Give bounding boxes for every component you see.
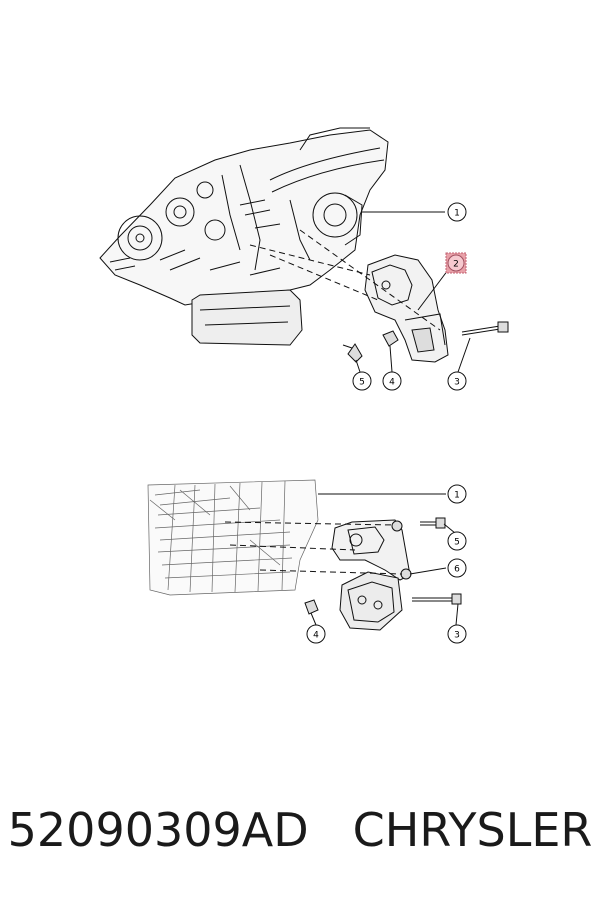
callout-1-top: 1 (447, 202, 467, 222)
engine-block-top (99, 127, 389, 346)
callout-6-bottom: 6 (447, 558, 467, 578)
svg-text:3: 3 (454, 378, 460, 388)
svg-text:4: 4 (313, 631, 319, 641)
svg-text:5: 5 (454, 538, 460, 548)
engine-mount-top (364, 254, 449, 363)
callout-2-top: 2 (445, 252, 467, 274)
bottom-view (147, 479, 462, 631)
alignment-lines-bottom (224, 521, 403, 575)
callout-5-top: 5 (352, 371, 372, 391)
bolt-3-bottom (412, 593, 462, 605)
alignment-lines-top (249, 229, 441, 331)
callout-1-bottom: 1 (447, 484, 467, 504)
leader-lines-bottom (310, 493, 459, 626)
bolt-5-top (342, 343, 363, 363)
bolt-3-top (461, 321, 509, 336)
svg-text:1: 1 (454, 209, 460, 219)
callout-4-top: 4 (382, 371, 402, 391)
parts-diagram: 1 2 3 4 5 (99, 127, 509, 644)
nut-4-bottom (304, 599, 319, 615)
callout-3-bottom: 3 (447, 624, 467, 644)
callout-4-bottom: 4 (306, 624, 326, 644)
svg-text:5: 5 (359, 378, 365, 388)
brand-name: CHRYSLER (352, 803, 593, 857)
leader-lines-top (355, 211, 471, 373)
svg-text:1: 1 (454, 491, 460, 501)
svg-text:2: 2 (453, 260, 459, 270)
callout-3-top: 3 (447, 371, 467, 391)
nut-4-top (382, 330, 399, 347)
bolt-5-bottom (420, 517, 446, 529)
svg-text:6: 6 (454, 565, 460, 575)
insulator-bottom (339, 571, 403, 631)
callout-5-bottom: 5 (447, 531, 467, 551)
part-number: 52090309AD (7, 803, 309, 857)
svg-text:3: 3 (454, 631, 460, 641)
svg-text:4: 4 (389, 378, 395, 388)
part-caption: 52090309AD CHRYSLER (0, 790, 600, 870)
top-view (99, 127, 509, 373)
engine-block-bottom (147, 479, 319, 596)
